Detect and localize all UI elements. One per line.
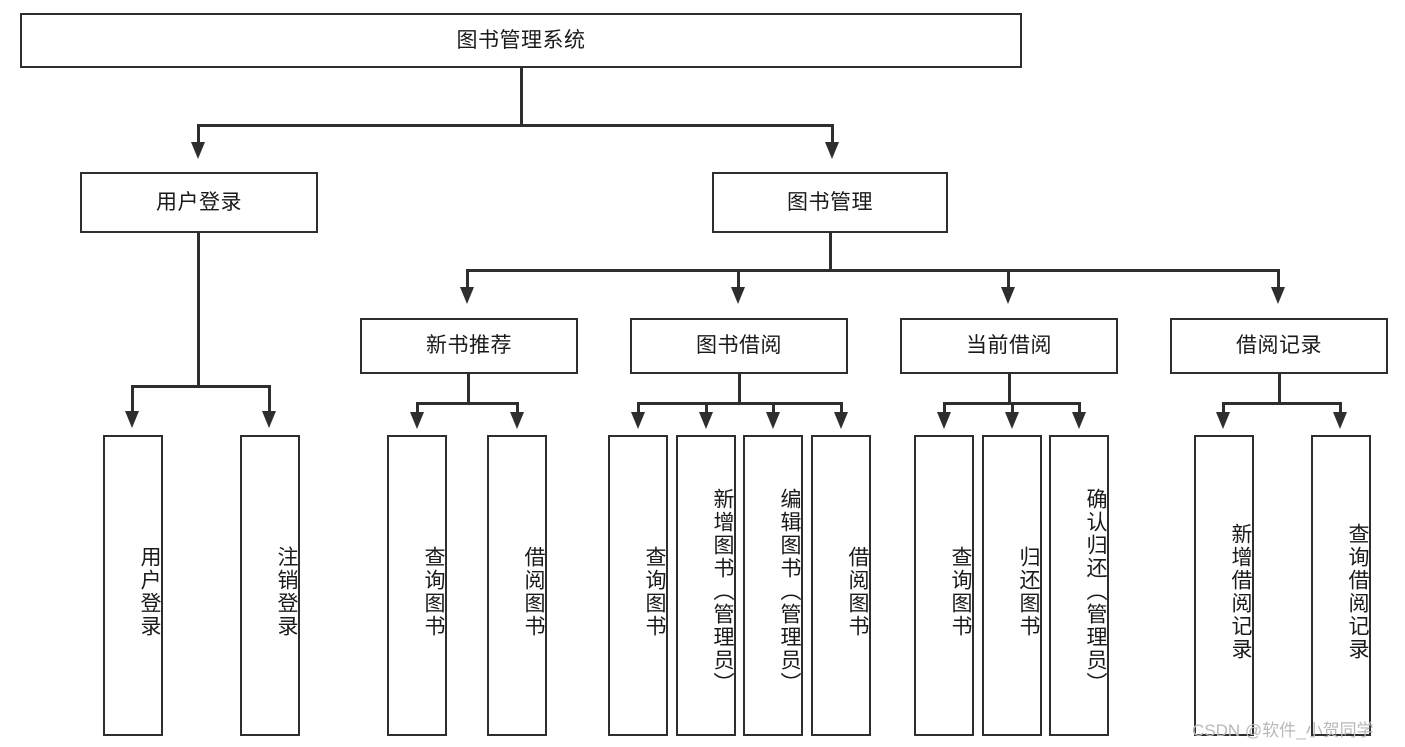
arrow-new-book-to-leaf-2: [510, 412, 524, 429]
connector-root-stem: [520, 68, 523, 126]
connector-current-borrow-to-leaf-1: [943, 402, 946, 416]
connector-book-manage-bus: [466, 269, 1280, 272]
leaf-confirm-return[interactable]: 确认归还（管理员）: [1049, 435, 1109, 736]
node-root-label: 图书管理系统: [456, 28, 586, 52]
arrow-book-borrow-to-leaf-2: [699, 412, 713, 429]
leaf-return-book[interactable]: 归还图书: [982, 435, 1042, 736]
connector-new-book-to-leaf-1: [416, 402, 419, 416]
connector-current-borrow-to-leaf-2: [1011, 402, 1014, 416]
connector-book-manage-stem: [829, 233, 832, 271]
connector-book-manage-to-book-borrow: [737, 269, 740, 291]
connector-borrow-record-to-leaf-1: [1222, 402, 1225, 416]
leaf-user-login[interactable]: 用户登录: [103, 435, 163, 736]
leaf-borrow-book-2-label: 借阅图书: [846, 545, 869, 638]
leaf-query-book-3[interactable]: 查询图书: [914, 435, 974, 736]
connector-root-to-user-login: [197, 124, 200, 146]
arrow-user-login-to-leaf-1: [125, 411, 139, 428]
arrow-borrow-record-to-leaf-1: [1216, 412, 1230, 429]
leaf-query-book-2-label: 查询图书: [643, 545, 666, 638]
connector-current-borrow-to-leaf-3: [1078, 402, 1081, 416]
arrow-book-borrow-to-leaf-3: [766, 412, 780, 429]
arrow-current-borrow-to-leaf-3: [1072, 412, 1086, 429]
connector-user-login-to-leaf-2: [268, 385, 271, 415]
node-borrow-record[interactable]: 借阅记录: [1170, 318, 1388, 374]
leaf-borrow-book-1-label: 借阅图书: [522, 545, 545, 638]
leaf-edit-book[interactable]: 编辑图书（管理员）: [743, 435, 803, 736]
leaf-user-login-label: 用户登录: [138, 545, 161, 638]
arrow-book-manage-to-new-book: [460, 287, 474, 304]
leaf-user-logout-label: 注销登录: [275, 545, 298, 638]
connector-book-borrow-to-leaf-4: [840, 402, 843, 416]
connector-borrow-record-bus: [1222, 402, 1342, 405]
connector-new-book-stem: [467, 374, 470, 404]
node-book-borrow-label: 图书借阅: [696, 334, 782, 358]
node-user-login-label: 用户登录: [156, 190, 242, 214]
node-book-manage[interactable]: 图书管理: [712, 172, 948, 233]
connector-book-borrow-stem: [738, 374, 741, 404]
arrow-user-login-to-leaf-2: [262, 411, 276, 428]
leaf-confirm-return-label: 确认归还（管理员）: [1084, 488, 1107, 695]
node-user-login[interactable]: 用户登录: [80, 172, 318, 233]
leaf-query-record[interactable]: 查询借阅记录: [1311, 435, 1371, 736]
node-book-manage-label: 图书管理: [787, 190, 873, 214]
leaf-add-book[interactable]: 新增图书（管理员）: [676, 435, 736, 736]
leaf-user-logout[interactable]: 注销登录: [240, 435, 300, 736]
connector-borrow-record-stem: [1278, 374, 1281, 404]
leaf-return-book-label: 归还图书: [1017, 545, 1040, 638]
node-new-book-recommend[interactable]: 新书推荐: [360, 318, 578, 374]
leaf-borrow-book-1[interactable]: 借阅图书: [487, 435, 547, 736]
connector-book-borrow-to-leaf-1: [637, 402, 640, 416]
node-book-borrow[interactable]: 图书借阅: [630, 318, 848, 374]
node-current-borrow-label: 当前借阅: [966, 334, 1052, 358]
arrow-book-borrow-to-leaf-1: [631, 412, 645, 429]
connector-new-book-bus: [416, 402, 519, 405]
leaf-query-book-2[interactable]: 查询图书: [608, 435, 668, 736]
node-current-borrow[interactable]: 当前借阅: [900, 318, 1118, 374]
arrow-new-book-to-leaf-1: [410, 412, 424, 429]
connector-root-to-book-manage: [831, 124, 834, 146]
connector-root-bus: [197, 124, 834, 127]
leaf-query-record-label: 查询借阅记录: [1346, 522, 1369, 661]
node-new-book-recommend-label: 新书推荐: [426, 334, 512, 358]
connector-current-borrow-stem: [1008, 374, 1011, 404]
connector-book-manage-to-borrow-record: [1277, 269, 1280, 291]
connector-book-borrow-to-leaf-2: [705, 402, 708, 416]
connector-user-login-to-leaf-1: [131, 385, 134, 415]
connector-borrow-record-to-leaf-2: [1339, 402, 1342, 416]
connector-user-login-stem: [197, 233, 200, 387]
leaf-add-record-label: 新增借阅记录: [1229, 522, 1252, 661]
arrow-root-to-book-manage: [825, 142, 839, 159]
arrow-book-manage-to-borrow-record: [1271, 287, 1285, 304]
leaf-query-book-1-label: 查询图书: [422, 545, 445, 638]
csdn-watermark: CSDN @软件_小贺同学: [1192, 721, 1374, 740]
leaf-query-book-1[interactable]: 查询图书: [387, 435, 447, 736]
arrow-current-borrow-to-leaf-2: [1005, 412, 1019, 429]
leaf-borrow-book-2[interactable]: 借阅图书: [811, 435, 871, 736]
arrow-book-manage-to-current-borrow: [1001, 287, 1015, 304]
leaf-query-book-3-label: 查询图书: [949, 545, 972, 638]
arrow-book-borrow-to-leaf-4: [834, 412, 848, 429]
connector-user-login-bus: [131, 385, 271, 388]
connector-book-manage-to-current-borrow: [1007, 269, 1010, 291]
connector-book-borrow-bus: [637, 402, 843, 405]
connector-book-manage-to-new-book: [466, 269, 469, 291]
arrow-borrow-record-to-leaf-2: [1333, 412, 1347, 429]
node-borrow-record-label: 借阅记录: [1236, 334, 1322, 358]
connector-book-borrow-to-leaf-3: [772, 402, 775, 416]
arrow-current-borrow-to-leaf-1: [937, 412, 951, 429]
leaf-edit-book-label: 编辑图书（管理员）: [778, 488, 801, 695]
arrow-book-manage-to-book-borrow: [731, 287, 745, 304]
leaf-add-book-label: 新增图书（管理员）: [711, 488, 734, 695]
leaf-add-record[interactable]: 新增借阅记录: [1194, 435, 1254, 736]
node-root[interactable]: 图书管理系统: [20, 13, 1022, 68]
arrow-root-to-user-login: [191, 142, 205, 159]
connector-new-book-to-leaf-2: [516, 402, 519, 416]
